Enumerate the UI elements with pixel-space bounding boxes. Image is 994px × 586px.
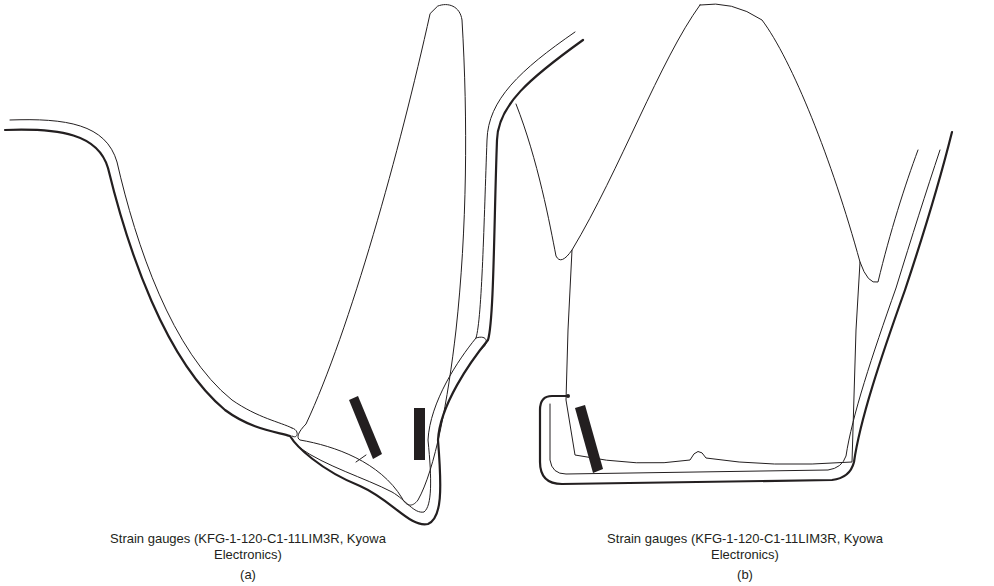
caption-text: Strain gauges (KFG-1-120-C1-11LIM3R, Kyo… [600,531,890,563]
strain-gauge [575,405,603,473]
strain-gauge [349,396,382,459]
strain-gauge [414,408,425,460]
caption-text: Strain gauges (KFG-1-120-C1-11LIM3R, Kyo… [103,531,393,563]
gauge-wire [356,455,366,462]
splint-outer-line [5,40,583,524]
splint-joint [566,394,570,398]
panel-label: (b) [715,567,775,583]
splint-inner-line [550,150,940,474]
tooth-outline [298,5,466,506]
gingiva-line [860,150,918,282]
gingiva-line [516,104,572,260]
splint-outer-line [540,132,952,484]
panel-label: (a) [218,567,278,583]
gingiva-notch [292,337,486,437]
splint-inner-line [10,32,575,512]
tooth-outline [566,4,860,464]
